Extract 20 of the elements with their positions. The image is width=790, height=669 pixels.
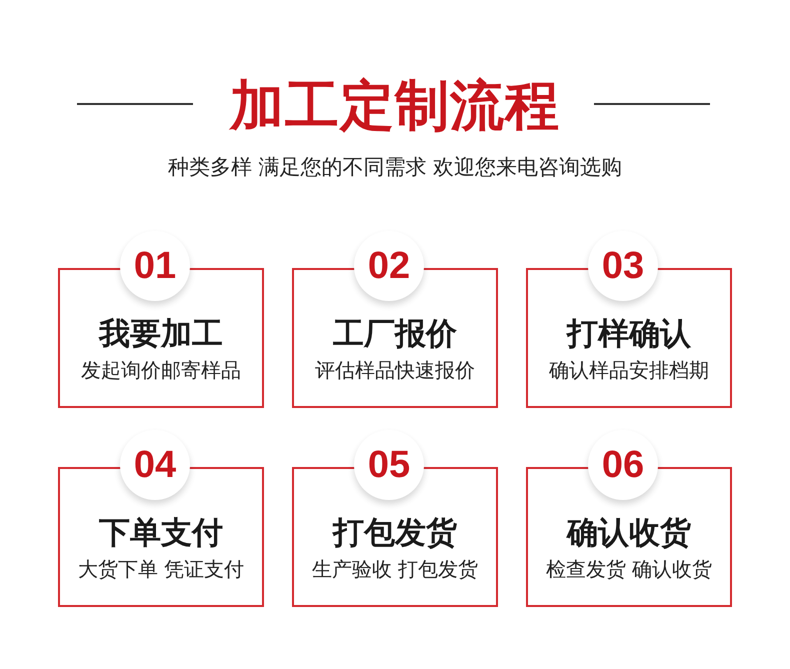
subtitle: 种类多样 满足您的不同需求 欢迎您来电咨询选购: [168, 154, 622, 181]
step-number-circle: 03: [588, 231, 658, 301]
step-title: 我要加工: [99, 315, 223, 354]
step-title: 打样确认: [567, 315, 691, 354]
step-number-circle: 05: [354, 430, 424, 500]
step-number-circle: 04: [120, 430, 190, 500]
step-description: 大货下单 凭证支付: [78, 556, 244, 583]
step-title: 确认收货: [567, 514, 691, 553]
step-description: 检查发货 确认收货: [546, 556, 712, 583]
step-number-circle: 01: [120, 231, 190, 301]
step-description: 生产验收 打包发货: [312, 556, 478, 583]
step-description: 确认样品安排档期: [549, 357, 709, 384]
step-number-circle: 06: [588, 430, 658, 500]
step-title: 打包发货: [333, 514, 457, 553]
step-description: 评估样品快速报价: [315, 357, 475, 384]
step-description: 发起询价邮寄样品: [81, 357, 241, 384]
step-number-circle: 02: [354, 231, 424, 301]
title: 加工定制流程: [230, 74, 560, 138]
step-title: 工厂报价: [333, 315, 457, 354]
step-title: 下单支付: [99, 514, 223, 553]
